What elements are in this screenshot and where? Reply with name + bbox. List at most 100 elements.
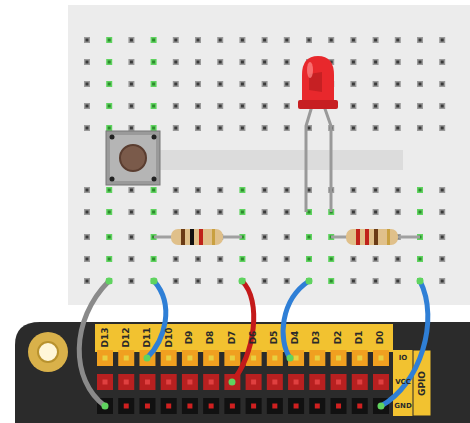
breadboard-hole: [197, 83, 200, 86]
header-pin: [294, 404, 299, 409]
breadboard-hole: [262, 209, 268, 215]
breadboard-hole: [86, 105, 89, 108]
breadboard-hole: [417, 209, 423, 215]
breadboard-hole: [373, 59, 379, 65]
breadboard-hole: [263, 127, 266, 130]
breadboard-hole: [239, 81, 245, 87]
wires: [79, 281, 428, 406]
breadboard-hole: [219, 61, 222, 64]
breadboard-hole: [395, 278, 401, 284]
breadboard-hole: [374, 105, 377, 108]
breadboard-hole: [108, 211, 111, 214]
breadboard-hole: [108, 258, 111, 261]
breadboard-hole: [106, 278, 112, 284]
breadboard-hole: [396, 83, 399, 86]
header-pin: [97, 374, 113, 390]
breadboard-hole: [197, 127, 200, 130]
header-pin: [246, 398, 262, 414]
breadboard-hole: [219, 39, 222, 42]
breadboard-hole: [374, 211, 377, 214]
header-pin: [378, 380, 383, 385]
breadboard-hole: [285, 127, 288, 130]
pin-label: D6: [249, 330, 258, 344]
breadboard-hole: [106, 59, 112, 65]
header-pin: [145, 380, 150, 385]
breadboard-hole: [352, 211, 355, 214]
pin-label: VCC: [395, 379, 411, 386]
breadboard-hole: [284, 81, 290, 87]
header-pin: [357, 404, 362, 409]
breadboard-hole: [374, 258, 377, 261]
breadboard-hole: [173, 37, 179, 43]
breadboard-hole: [419, 105, 422, 108]
breadboard-hole: [151, 37, 157, 43]
breadboard-hole: [195, 209, 201, 215]
breadboard-hole: [239, 209, 245, 215]
breadboard-hole: [174, 105, 177, 108]
breadboard-hole: [417, 187, 423, 193]
header-pin: [272, 404, 277, 409]
breadboard-hole: [151, 256, 157, 262]
breadboard-hole: [195, 59, 201, 65]
breadboard-hole: [130, 39, 133, 42]
breadboard-hole: [197, 61, 200, 64]
header-pin: [182, 398, 198, 414]
breadboard-hole: [374, 189, 377, 192]
breadboard-hole: [128, 103, 134, 109]
breadboard-hole: [284, 103, 290, 109]
breadboard-hole: [197, 105, 200, 108]
breadboard-hole: [395, 256, 401, 262]
header-pin: [267, 398, 283, 414]
breadboard-hole: [106, 234, 112, 240]
header-pin: [331, 374, 347, 390]
breadboard-hole: [130, 105, 133, 108]
breadboard-hole: [130, 280, 133, 283]
breadboard-hole: [262, 37, 268, 43]
pin-label: D10: [164, 327, 173, 347]
breadboard-hole: [263, 61, 266, 64]
breadboard-hole: [174, 83, 177, 86]
breadboard-hole: [441, 127, 444, 130]
header-pin: [352, 350, 368, 366]
header-pin: [203, 398, 219, 414]
breadboard-hole: [151, 209, 157, 215]
breadboard-hole: [306, 256, 312, 262]
header-pin: [182, 374, 198, 390]
header-pin: [336, 404, 341, 409]
breadboard-hole: [173, 209, 179, 215]
breadboard-hole: [419, 39, 422, 42]
breadboard-hole: [86, 211, 89, 214]
header-pin: [373, 374, 389, 390]
breadboard-hole: [308, 127, 311, 130]
breadboard-hole: [441, 211, 444, 214]
breadboard-hole: [174, 258, 177, 261]
breadboard-hole: [350, 209, 356, 215]
breadboard-hole: [419, 127, 422, 130]
header-pin: [224, 350, 240, 366]
breadboard-hole: [219, 211, 222, 214]
breadboard-hole: [195, 278, 201, 284]
label-strip: [95, 324, 393, 352]
breadboard-hole: [417, 103, 423, 109]
breadboard-hole: [130, 236, 133, 239]
breadboard-hole: [284, 37, 290, 43]
pin-label: D1: [355, 330, 364, 344]
breadboard-hole: [262, 81, 268, 87]
breadboard-hole: [174, 39, 177, 42]
breadboard-hole: [219, 280, 222, 283]
breadboard-hole: [352, 280, 355, 283]
header-pin: [139, 374, 155, 390]
breadboard-hole: [308, 189, 311, 192]
header-pin: [209, 404, 214, 409]
breadboard-hole: [285, 39, 288, 42]
breadboard-hole: [419, 61, 422, 64]
breadboard-hole: [306, 37, 312, 43]
header-pin: [251, 356, 256, 361]
breadboard-hole: [152, 127, 155, 130]
breadboard-hole: [84, 187, 90, 193]
header-pin: [251, 380, 256, 385]
header-pin: [166, 380, 171, 385]
breadboard-hole: [285, 258, 288, 261]
breadboard-hole: [219, 189, 222, 192]
breadboard-hole: [417, 37, 423, 43]
